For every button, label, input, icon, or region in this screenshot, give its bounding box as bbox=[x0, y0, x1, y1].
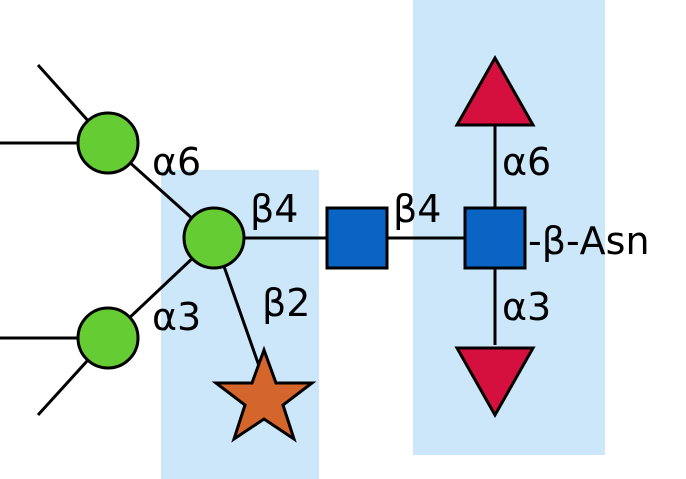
label-alpha6-left: α6 bbox=[152, 140, 201, 184]
fucose-bottom-triangle bbox=[454, 346, 536, 419]
glcnac-reducing-square bbox=[463, 206, 527, 270]
fucose-top-triangle bbox=[454, 54, 536, 127]
label-alpha6-right: α6 bbox=[502, 140, 551, 184]
label-alpha3-right: α3 bbox=[502, 285, 551, 329]
glcnac-middle-square bbox=[325, 206, 389, 270]
label-beta4-mid: β4 bbox=[250, 187, 298, 231]
mannose-core-circle bbox=[182, 206, 246, 270]
label-alpha3-left: α3 bbox=[152, 295, 201, 339]
mannose-top-circle bbox=[76, 111, 140, 175]
xylose-star bbox=[211, 345, 317, 443]
label-beta4-right: β4 bbox=[393, 187, 441, 231]
mannose-bottom-circle bbox=[76, 306, 140, 370]
label-beta-asn: -β-Asn bbox=[528, 219, 650, 263]
label-beta2: β2 bbox=[262, 281, 310, 325]
